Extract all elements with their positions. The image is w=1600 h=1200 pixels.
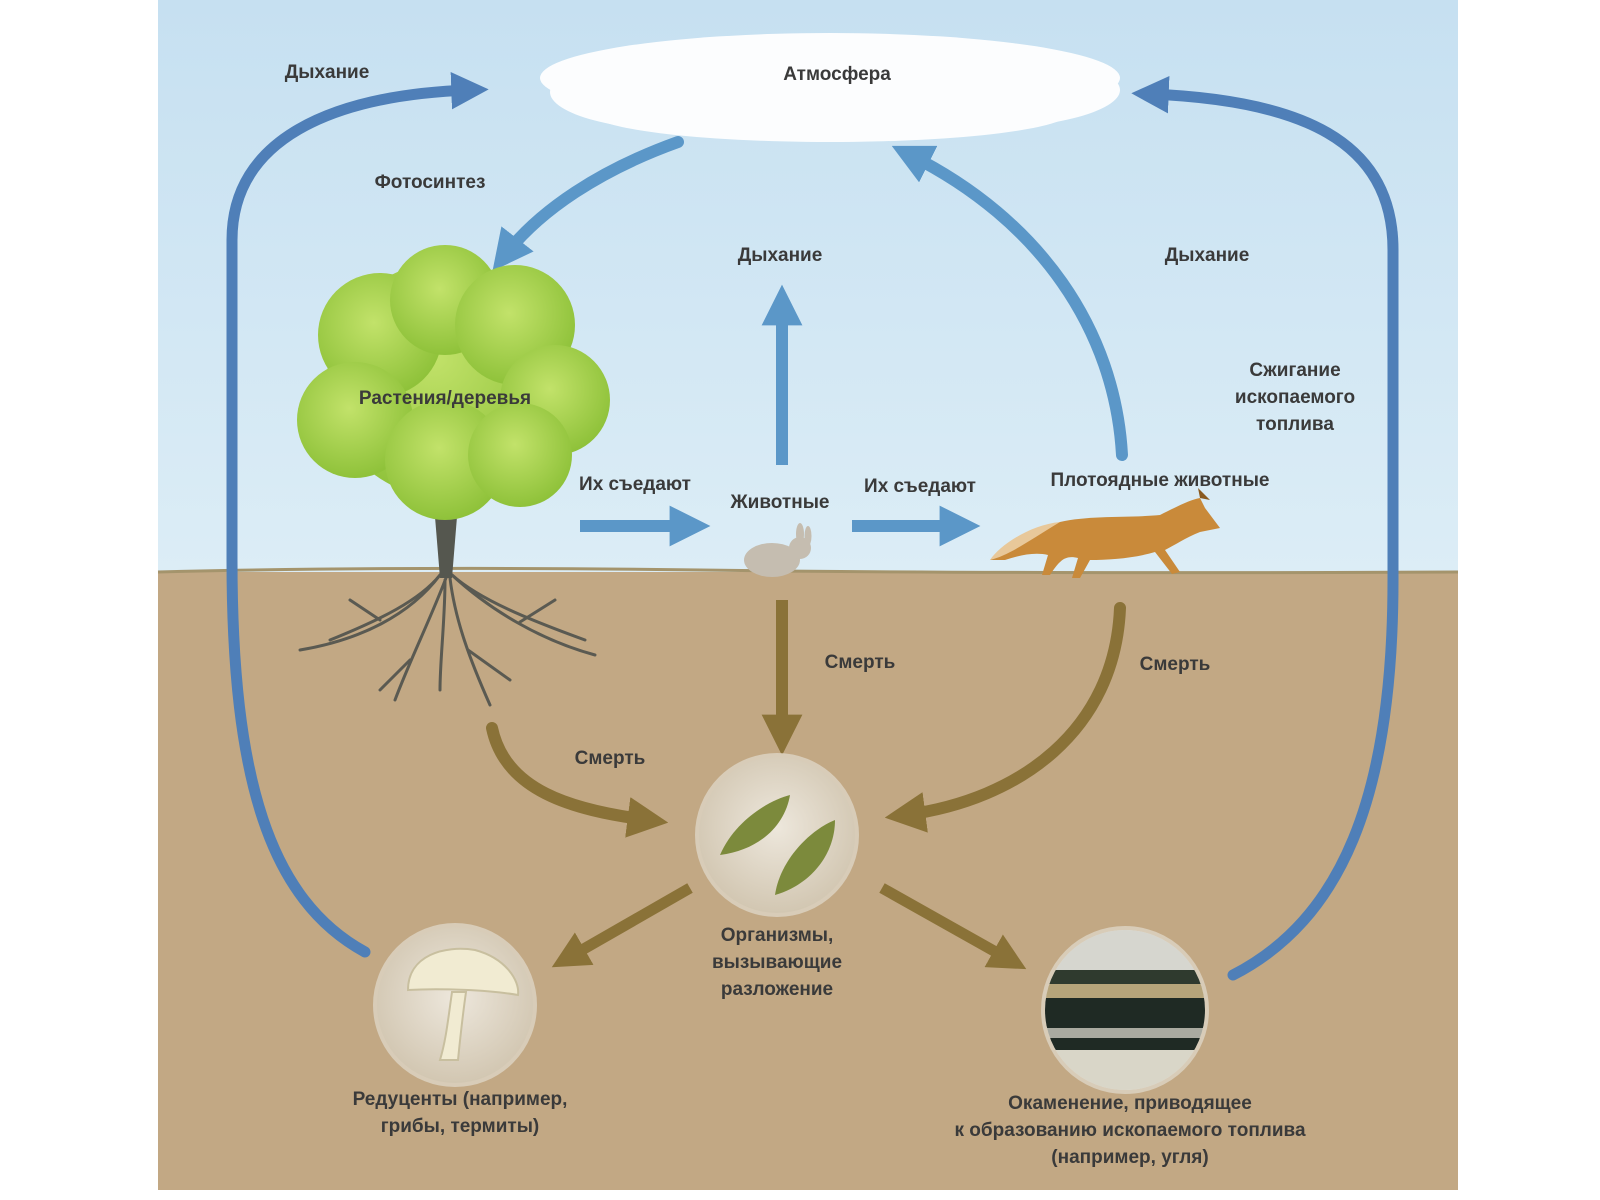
- label-fossilization: Окаменение, приводящее к образованию иск…: [954, 1093, 1306, 1168]
- label-animals: Животные: [730, 492, 830, 513]
- label-reducers: Редуценты (например, грибы, термиты): [352, 1089, 568, 1137]
- label-decomposers-org: Организмы, вызывающие разложение: [711, 925, 843, 1000]
- tree-canopy: [297, 245, 610, 520]
- arrow-death-left: [486, 722, 669, 838]
- rabbit-illustration: [744, 523, 812, 577]
- mushroom-circle: [373, 923, 537, 1087]
- label-death-left: Смерть: [574, 748, 646, 769]
- label-carnivores: Плотоядные животные: [1050, 470, 1270, 491]
- label-eaten-1: Их съедают: [579, 474, 691, 495]
- grass-line: [157, 566, 1459, 575]
- arrow-respiration-right: [891, 145, 1128, 461]
- tree-illustration: [297, 245, 610, 707]
- label-respiration-right: Дыхание: [1164, 245, 1250, 266]
- label-eaten-2: Их съедают: [864, 476, 976, 497]
- fox-illustration: [990, 488, 1220, 578]
- label-photosynthesis: Фотосинтез: [374, 172, 486, 193]
- label-death-center: Смерть: [824, 652, 896, 673]
- label-plants: Растения/деревья: [358, 388, 532, 409]
- arrow-fossil-burning: [1131, 76, 1399, 981]
- decomposition-circle: [695, 753, 859, 917]
- arrow-to-reducers: [551, 883, 693, 968]
- arrow-to-fossilization: [879, 883, 1027, 970]
- arrow-death-right: [884, 602, 1126, 833]
- arrow-respiration-left: [226, 71, 489, 958]
- cloud: [540, 33, 1120, 142]
- label-atmosphere: Атмосфера: [783, 64, 891, 85]
- fossil-layers-circle: [1041, 926, 1209, 1094]
- label-fossil-burning: Сжигание ископаемого топлива: [1234, 360, 1356, 435]
- arrow-photosynthesis: [492, 136, 684, 272]
- label-respiration-left: Дыхание: [284, 62, 370, 83]
- label-death-right: Смерть: [1139, 654, 1211, 675]
- label-respiration-center: Дыхание: [737, 245, 823, 266]
- tree-roots: [298, 573, 597, 707]
